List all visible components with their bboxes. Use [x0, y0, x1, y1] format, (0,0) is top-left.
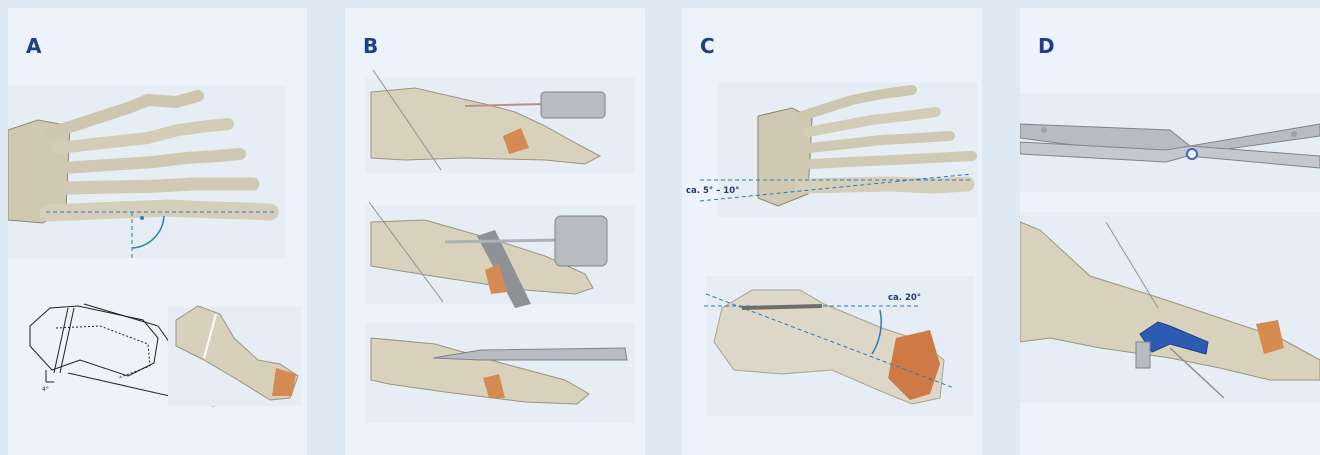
panel-d-figures	[1020, 8, 1320, 455]
saw-osteotomy-cut	[365, 202, 635, 308]
compression-forceps	[1020, 94, 1320, 192]
panel-a: A 4°	[8, 8, 307, 455]
schematic-angle-label: 4°	[42, 386, 49, 393]
reamer-insertion	[365, 323, 635, 423]
drill-guidewire-insertion	[365, 70, 635, 173]
panel-c: C ca. 5° – 10° ca. 20°	[682, 8, 982, 455]
panel-c-figures: ca. 5° – 10° ca. 20°	[682, 8, 982, 455]
panel-d: D	[1020, 8, 1320, 455]
foot-skeleton-top-view	[8, 86, 286, 258]
panel-a-figures: 4°	[8, 8, 307, 455]
foot-skeleton-angle	[700, 82, 978, 217]
panel-b: B	[345, 8, 645, 455]
angle-label-20: ca. 20°	[888, 293, 921, 303]
metatarsal-screw-angle	[704, 276, 974, 416]
metatarsal-bone	[168, 306, 302, 406]
plate-fixation	[1020, 212, 1320, 402]
panel-b-figures	[345, 8, 645, 455]
angle-label-5-10: ca. 5° – 10°	[686, 186, 739, 196]
